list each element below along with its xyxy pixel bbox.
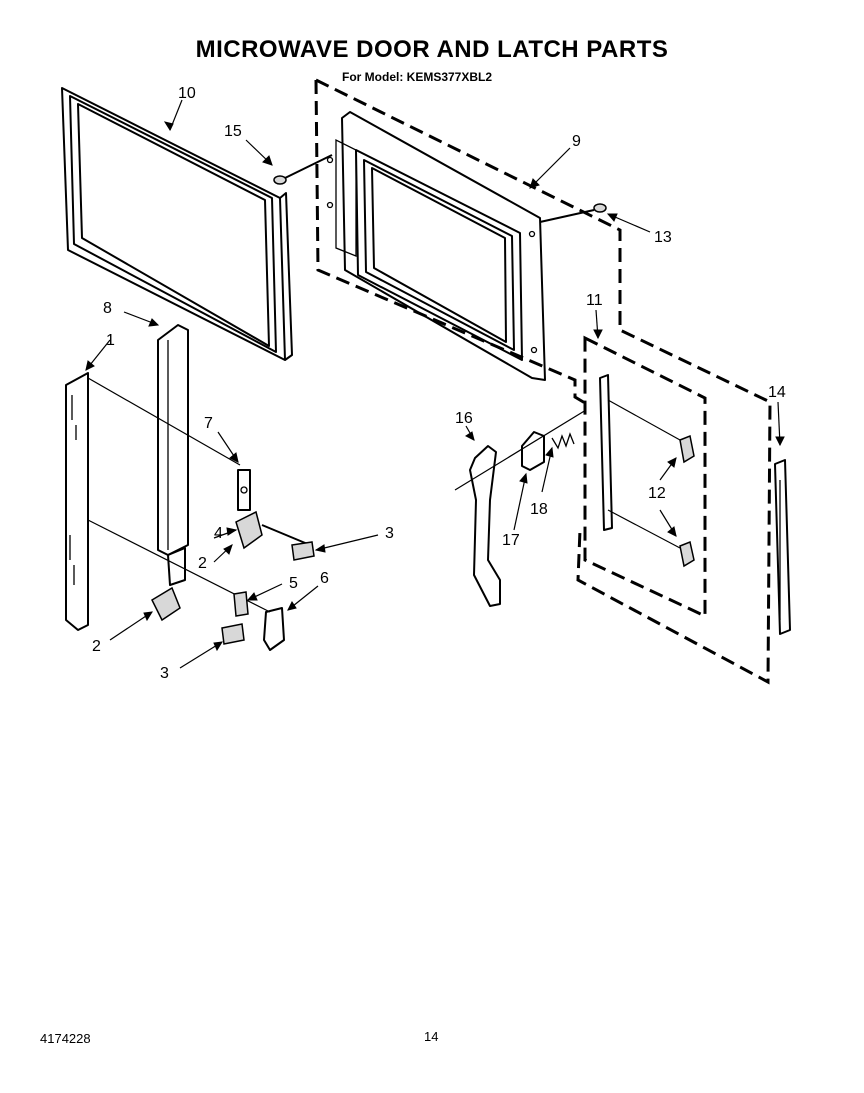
callout-labels: 10 15 9 13 8 1 11 14 7 16 12 4 3 2 18 17… bbox=[92, 85, 786, 682]
bracket-6-part bbox=[263, 607, 285, 651]
door-frame-part bbox=[61, 87, 293, 361]
callout-18: 18 bbox=[530, 501, 548, 518]
callout-5: 5 bbox=[289, 575, 298, 592]
callout-11: 11 bbox=[586, 292, 603, 309]
callout-8: 8 bbox=[103, 300, 112, 317]
callout-2b: 2 bbox=[92, 638, 101, 655]
callout-12: 12 bbox=[648, 485, 666, 502]
screw-15-part bbox=[273, 154, 333, 185]
switch-upper-part bbox=[235, 510, 311, 550]
latch-hook-part bbox=[237, 469, 251, 511]
latch-lever-part bbox=[454, 409, 587, 607]
latch-assembly-boundary bbox=[583, 335, 707, 619]
callout-leaders bbox=[85, 99, 785, 669]
block-5-part bbox=[233, 591, 249, 617]
callout-3a: 3 bbox=[385, 525, 394, 542]
callout-4: 4 bbox=[214, 525, 223, 542]
callout-17: 17 bbox=[502, 532, 520, 549]
latch-17-part bbox=[521, 431, 545, 471]
callout-16: 16 bbox=[455, 410, 473, 427]
callout-15: 15 bbox=[224, 123, 242, 140]
switch-lower-part bbox=[151, 586, 181, 622]
latch-hooks-part bbox=[679, 434, 695, 568]
actuator-lower-part bbox=[221, 623, 245, 645]
callout-1: 1 bbox=[106, 332, 115, 349]
callout-10: 10 bbox=[178, 85, 196, 102]
door-assembly-boundary bbox=[314, 78, 772, 685]
actuator-upper-part bbox=[291, 541, 315, 561]
vertical-bar-part bbox=[157, 324, 189, 586]
spring-18-part bbox=[551, 432, 575, 450]
callout-13: 13 bbox=[654, 229, 672, 246]
trim-strip-part bbox=[774, 459, 791, 635]
model-subtitle: For Model: KEMS377XBL2 bbox=[342, 70, 493, 84]
latch-plate-part bbox=[599, 374, 681, 549]
outer-door-panel-part bbox=[65, 372, 271, 631]
diagram-title: MICROWAVE DOOR AND LATCH PARTS bbox=[195, 36, 669, 63]
callout-3b: 3 bbox=[160, 665, 169, 682]
callout-14: 14 bbox=[768, 384, 786, 401]
callout-9: 9 bbox=[572, 133, 581, 150]
document-number: 4174228 bbox=[40, 1031, 91, 1046]
inner-door-panel-part bbox=[326, 111, 546, 381]
page-number: 14 bbox=[424, 1029, 439, 1044]
screw-13-part bbox=[539, 203, 607, 223]
callout-7: 7 bbox=[204, 415, 213, 432]
callout-2a: 2 bbox=[198, 555, 207, 572]
callout-6: 6 bbox=[320, 570, 329, 587]
